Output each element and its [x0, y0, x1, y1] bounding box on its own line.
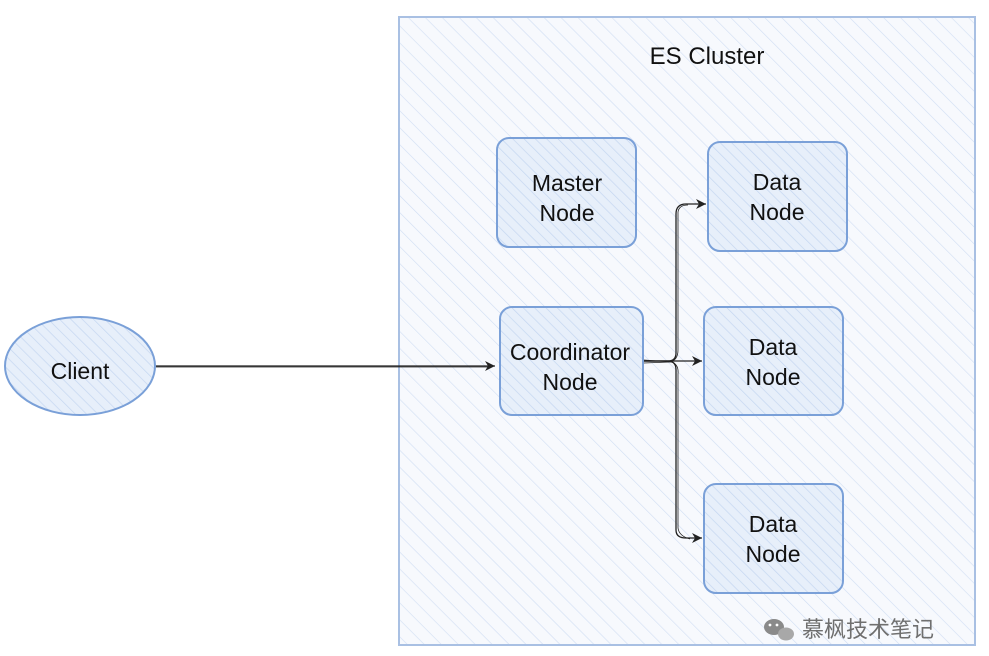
coordinator-node-label-line2: Node [543, 369, 598, 395]
data-node-1: Data Node [707, 141, 848, 252]
cluster-title: ES Cluster [650, 43, 765, 70]
data-node-1-label-line1: Data [753, 169, 802, 195]
data-node-2-label-line2: Node [746, 364, 801, 390]
edges [155, 199, 706, 543]
client-label: Client [51, 358, 110, 384]
master-node-label-line2: Node [540, 200, 595, 226]
edge-coordinator-to-data-node-3 [644, 360, 702, 543]
data-node-3-label-line2: Node [746, 541, 801, 567]
data-node-3-label-line1: Data [749, 511, 798, 537]
master-node: Master Node [496, 137, 637, 248]
watermark-text: 慕枫技术笔记 [802, 618, 934, 643]
watermark: 慕枫技术笔记 [764, 618, 934, 643]
coordinator-node-label-line1: Coordinator [510, 339, 631, 365]
wechat-icon [764, 619, 794, 641]
data-node-2: Data Node [703, 306, 844, 416]
master-node-label-line1: Master [532, 170, 603, 196]
es-cluster-container: ES Cluster [398, 16, 976, 646]
client-node: Client [4, 316, 156, 416]
data-node-1-label-line2: Node [750, 199, 805, 225]
data-node-3: Data Node [703, 483, 844, 594]
coordinator-node: Coordinator Node [499, 306, 644, 416]
data-node-2-label-line1: Data [749, 334, 798, 360]
edge-coordinator-to-data-node-3-sketch [643, 359, 691, 540]
